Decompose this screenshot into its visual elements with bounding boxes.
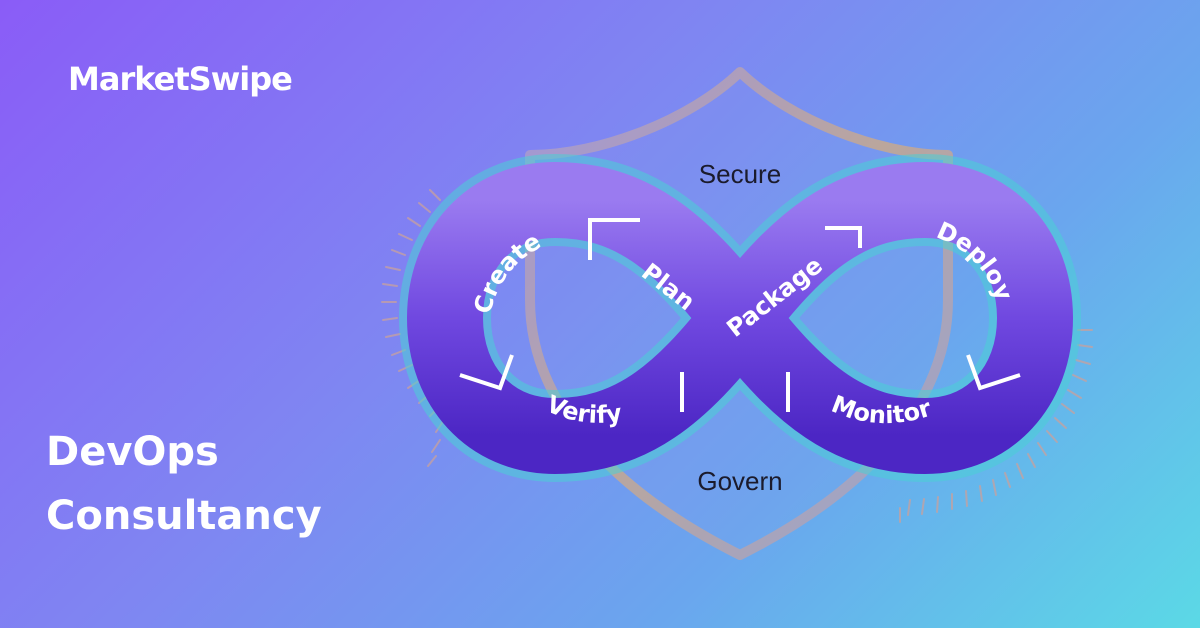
stage-arrows: [459, 218, 1021, 412]
infinity-band: [407, 162, 1073, 474]
tick-arc-right: [899, 329, 1093, 523]
shield-bottom-label: Govern: [697, 466, 782, 496]
headline-line-1: DevOps: [46, 429, 219, 475]
shield-top-label: Secure: [699, 159, 781, 189]
brand-logo: MarketSwipe: [68, 60, 293, 98]
headline-line-2: Consultancy: [46, 493, 322, 539]
headline: DevOps Consultancy: [46, 420, 322, 548]
